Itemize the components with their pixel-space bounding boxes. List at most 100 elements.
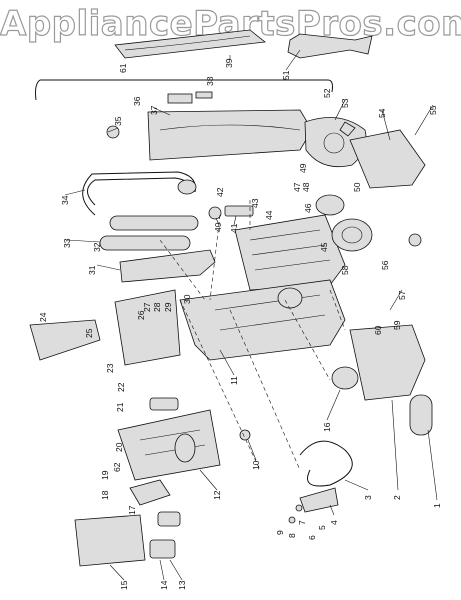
part-label: 24 [38, 312, 48, 322]
part-label: 22 [116, 382, 126, 392]
front-cover-12 [117, 409, 221, 481]
part-label: 16 [322, 422, 332, 432]
part-label: 52 [322, 88, 332, 98]
part-label: 13 [177, 580, 187, 590]
part-label: 29 [163, 302, 173, 312]
part-label: 25 [84, 328, 94, 338]
part-label: 43 [250, 198, 260, 208]
part-label: 7 [297, 520, 307, 525]
part-label: 33 [62, 238, 72, 248]
wheel-16 [331, 366, 359, 390]
part-label: 60 [373, 325, 383, 335]
part-10 [239, 429, 251, 441]
part-label: 11 [229, 376, 239, 385]
part-label: 6 [307, 535, 317, 540]
leader-lines [64, 49, 438, 581]
part-label: 5 [317, 525, 327, 530]
part-41 [224, 205, 254, 217]
part-label: 30 [182, 294, 192, 304]
bag-51 [287, 33, 373, 59]
part-42 [177, 179, 197, 195]
part-label: 31 [87, 265, 97, 275]
tube-33b [99, 235, 191, 251]
motor-group [74, 117, 433, 567]
part-label: 53 [340, 98, 350, 108]
part-label: 28 [152, 302, 162, 312]
part-label: 50 [352, 182, 362, 192]
part-label: 12 [212, 490, 222, 500]
part-label: 51 [281, 70, 291, 80]
part-label: 55 [428, 105, 438, 115]
part-18 [129, 479, 171, 506]
part-37 [167, 93, 193, 104]
part-label: 32 [92, 242, 102, 252]
part-label: 26 [136, 310, 146, 320]
part-label: 14 [159, 580, 169, 590]
part-label: 56 [380, 260, 390, 270]
bag-group [35, 29, 373, 101]
part-label: 21 [115, 402, 125, 412]
part-label: 41 [229, 223, 239, 233]
part-17 [157, 511, 181, 527]
part-label: 54 [377, 108, 387, 118]
part-label: 4 [329, 520, 339, 525]
part-label: 9 [275, 530, 285, 535]
body-11 [179, 279, 346, 361]
group-bracket [35, 79, 41, 101]
part-label: 19 [100, 470, 110, 480]
part-21 [149, 397, 179, 411]
bag-door-31 [119, 249, 216, 283]
part-label: 38 [205, 76, 215, 86]
part-label: 15 [119, 580, 129, 590]
part-label: 45 [319, 242, 329, 252]
part-label: 10 [251, 460, 261, 470]
outer-bag-36 [147, 109, 313, 161]
part-label: 37 [149, 105, 159, 115]
tube-33a [109, 215, 199, 231]
part-9 [288, 516, 296, 524]
part-53 [339, 121, 356, 137]
part-label: 44 [264, 210, 274, 220]
part-label: 3 [363, 495, 373, 500]
part-4 [299, 487, 339, 513]
part-40 [208, 206, 222, 220]
handle-grip-24 [29, 319, 101, 361]
part-8 [295, 504, 303, 512]
part-label: 17 [127, 505, 137, 515]
filter-14 [149, 539, 176, 559]
part-label: 40 [213, 222, 223, 232]
part-label: 34 [60, 195, 70, 205]
part-label: 46 [303, 203, 313, 213]
part-label: 2 [392, 495, 402, 500]
part-38 [195, 91, 213, 99]
part-label: 8 [287, 533, 297, 538]
part-label: 39 [224, 58, 234, 68]
main-body-group [29, 214, 346, 481]
part-label: 20 [114, 442, 124, 452]
filter-frame-15 [74, 514, 146, 567]
part-label: 18 [100, 490, 110, 500]
part-50 [315, 194, 345, 216]
fan-housing-45 [234, 214, 346, 291]
part-label: 57 [397, 290, 407, 300]
bag-61 [114, 29, 267, 59]
part-label: 1 [432, 503, 442, 508]
nozzle-2 [349, 324, 426, 401]
part-label: 62 [112, 462, 122, 472]
part-label: 61 [118, 63, 128, 73]
part-label: 35 [113, 116, 123, 126]
part-label: 48 [301, 182, 311, 192]
brush-roll-1 [409, 394, 433, 436]
connection-lines [159, 200, 346, 471]
motor-56 [331, 218, 373, 252]
part-56b [408, 233, 422, 247]
cord-3 [299, 440, 353, 487]
part-labels: 1 2 3 4 5 6 7 8 9 10 11 12 13 14 15 16 1… [38, 58, 442, 590]
part-label: 58 [340, 265, 350, 275]
part-label: 36 [132, 96, 142, 106]
motor-cover-54 [349, 129, 426, 189]
part-label: 27 [142, 302, 152, 312]
part-label: 23 [105, 363, 115, 373]
part-label: 47 [292, 182, 302, 192]
